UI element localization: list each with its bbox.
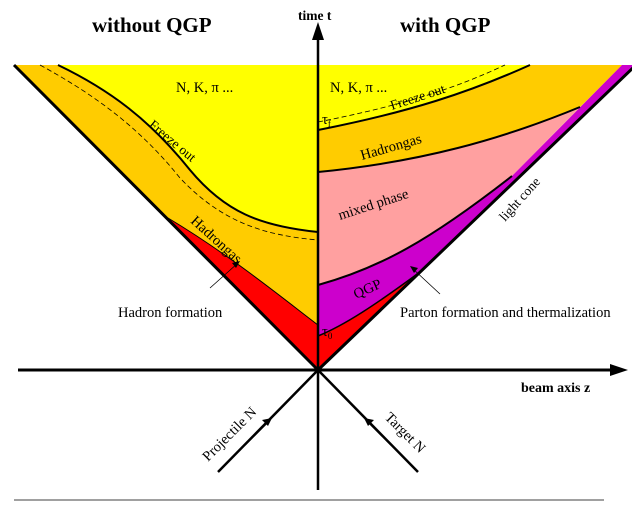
hadron-formation-label: Hadron formation xyxy=(118,305,223,321)
right-freeze-out-dashed xyxy=(317,64,506,123)
target-label: Target N xyxy=(381,410,429,458)
title-without-qgp: without QGP xyxy=(92,13,212,37)
left-light-cone-line xyxy=(12,63,320,372)
beam-axis-label: beam axis z xyxy=(521,381,590,396)
hadron-formation-pointer-head xyxy=(232,261,240,268)
parton-formation-label: Parton formation and thermalization xyxy=(400,305,611,321)
tau-f-label: τf xyxy=(322,112,331,129)
right-light-cone-line xyxy=(316,66,632,372)
beam-axis-arrowhead xyxy=(610,364,628,376)
tau-0-symbol: τ xyxy=(322,324,328,340)
projectile-arrow xyxy=(244,419,271,446)
right-hadrongas-region xyxy=(318,65,622,172)
tau-0-label: τ0 xyxy=(322,324,333,341)
left-free-hadrons-region xyxy=(58,65,318,232)
target-arrowhead xyxy=(364,418,374,426)
tau-f-subscript: f xyxy=(328,119,331,129)
time-axis-label: time t xyxy=(298,8,332,23)
parton-formation-pointer-head xyxy=(410,266,418,273)
left-freeze-out-curve xyxy=(57,64,319,233)
target-arrow xyxy=(365,419,392,446)
parton-formation-pointer xyxy=(411,267,441,295)
left-particles-label: N, K, π ... xyxy=(176,80,233,96)
hadron-formation-pointer xyxy=(209,262,239,289)
right-thermalization-curve xyxy=(317,271,421,337)
time-axis-arrowhead xyxy=(312,22,324,40)
right-mixed-phase-region xyxy=(318,107,580,285)
right-freeze-out-curve xyxy=(317,64,531,131)
left-formation-curve xyxy=(167,217,319,326)
title-with-qgp: with QGP xyxy=(400,13,491,37)
right-qgp-boundary-curve xyxy=(317,175,513,286)
tau-0-subscript: 0 xyxy=(328,331,333,341)
projectile-label: Projectile N xyxy=(200,404,261,465)
right-hadronization-curve xyxy=(317,106,581,173)
right-particles-label: N, K, π ... xyxy=(330,80,387,96)
projectile-arrowhead xyxy=(262,418,272,426)
left-freeze-out-dashed xyxy=(39,64,319,241)
tau-f-symbol: τ xyxy=(322,112,328,128)
